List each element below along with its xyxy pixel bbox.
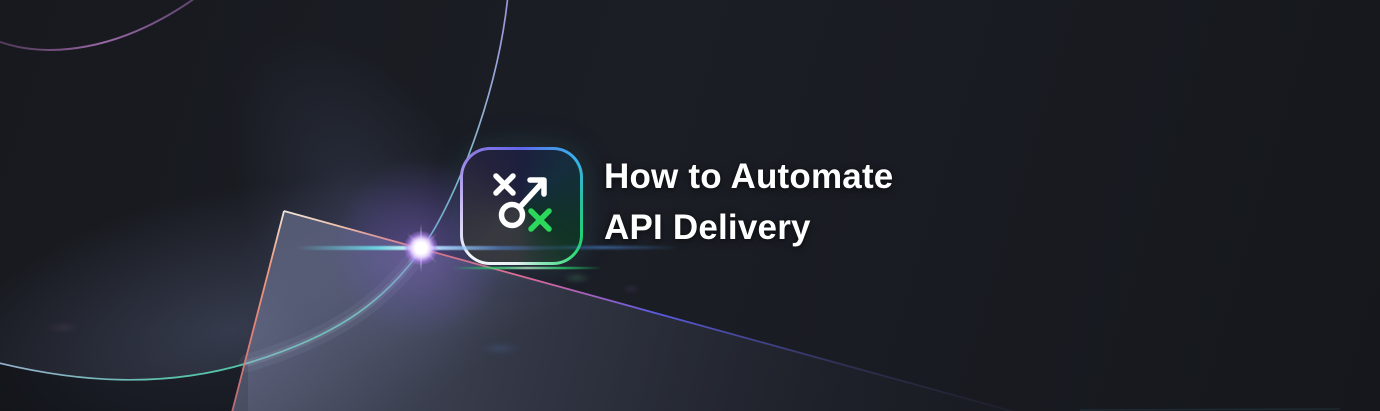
page-title: How to Automate API Delivery xyxy=(604,151,893,253)
tactics-icon-badge xyxy=(460,147,583,265)
title-line-1: How to Automate xyxy=(604,157,894,196)
curve-glow-band xyxy=(239,238,432,372)
arrow-up-right-icon xyxy=(516,177,547,211)
curve-glow-band-2 xyxy=(244,243,427,367)
arc-top-left xyxy=(0,0,194,51)
tactics-icon xyxy=(493,173,552,232)
triangle-left-edge xyxy=(231,210,285,411)
circle-marker-icon xyxy=(498,201,526,229)
title-line-2: API Delivery xyxy=(604,208,811,247)
x-mark-icon xyxy=(493,173,516,196)
tactics-icon-background xyxy=(463,150,580,262)
x-mark-green-icon xyxy=(528,208,552,232)
bottom-edge-glint xyxy=(1079,408,1341,411)
